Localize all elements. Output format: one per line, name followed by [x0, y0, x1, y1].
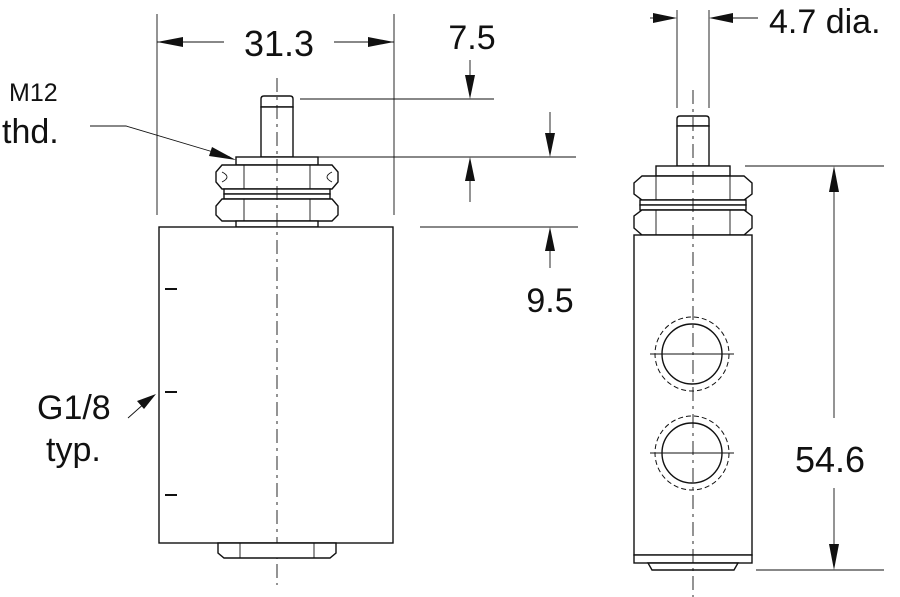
body-height-dimension: 54.6 — [745, 165, 884, 571]
height-arrow-top — [829, 166, 839, 192]
pin-dia-arrow-left — [653, 13, 677, 23]
nut-height-label: 9.5 — [526, 282, 573, 320]
port-label-line1: G1/8 — [37, 389, 111, 427]
port-arrow — [137, 394, 156, 409]
side-bottom-fitting — [646, 562, 740, 571]
port-label-line2: typ. — [46, 431, 101, 469]
height-arrow-bottom — [829, 544, 839, 570]
width-arrow-left — [157, 37, 183, 47]
nut-height-arrow-top — [545, 133, 555, 157]
thread-callout: M12 thd. — [2, 79, 236, 160]
pin-length-dimension: 7.5 — [300, 19, 576, 202]
valve-body-front — [158, 226, 394, 544]
width-label: 31.3 — [244, 23, 314, 64]
upper-nut — [215, 164, 339, 190]
thread-arrow — [209, 147, 236, 160]
lower-nut — [215, 198, 339, 222]
side-view: 4.7 dia. — [633, 3, 881, 597]
port-callout: G1/8 typ. — [37, 389, 156, 469]
pin-length-arrow-bottom — [465, 157, 475, 181]
front-view: 31.3 — [156, 14, 395, 585]
thread-leader — [90, 125, 231, 158]
pin-dia-arrow-right — [709, 13, 733, 23]
pin-dia-label: 4.7 dia. — [769, 3, 881, 41]
nut-height-dimension: 9.5 — [420, 112, 578, 320]
width-arrow-right — [368, 37, 394, 47]
bottom-fitting — [217, 542, 337, 559]
thread-label-line1: M12 — [9, 79, 58, 107]
side-pin-shaft — [676, 125, 710, 167]
body-height-label: 54.6 — [795, 439, 865, 480]
pin-length-label: 7.5 — [448, 19, 495, 57]
thread-label-line2: thd. — [2, 113, 59, 151]
nut-height-arrow-bottom — [545, 227, 555, 251]
pin-tip — [260, 95, 294, 108]
pin-length-arrow-top — [465, 75, 475, 99]
